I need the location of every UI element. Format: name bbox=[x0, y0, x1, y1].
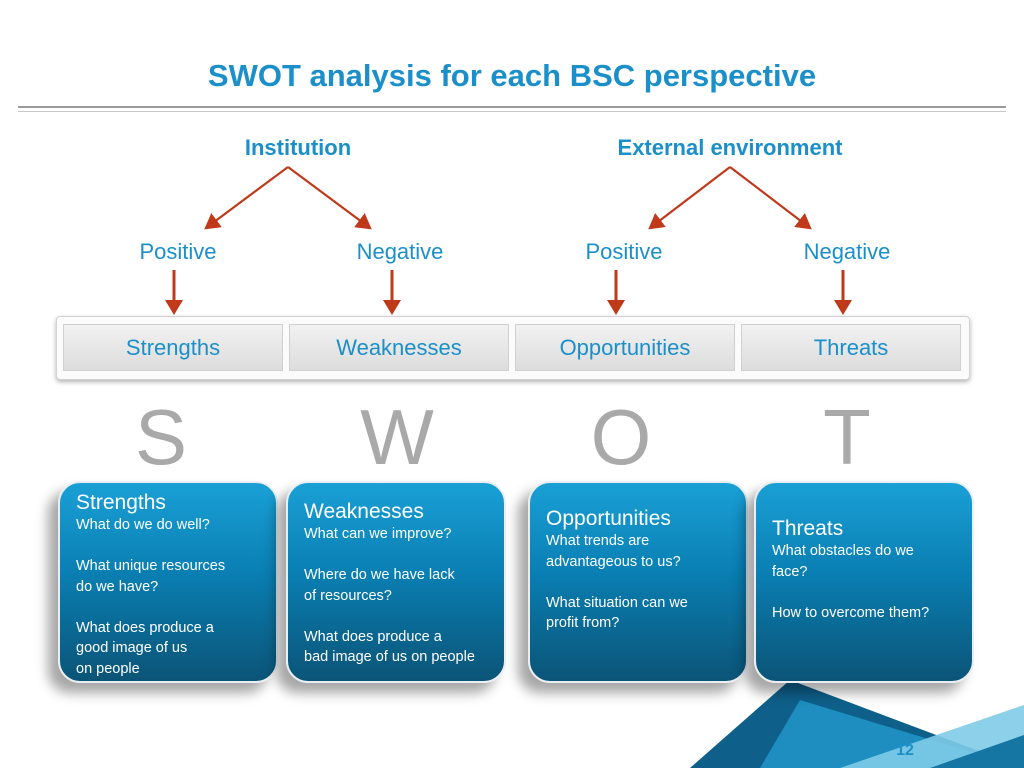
category-weaknesses: Weaknesses bbox=[289, 324, 509, 371]
card-strengths-title: Strengths bbox=[76, 491, 166, 514]
group-institution: Institution bbox=[244, 135, 352, 160]
arrow-institution-negative bbox=[287, 166, 372, 230]
card-threats-questions: What obstacles do we face? How to overco… bbox=[772, 543, 930, 621]
page-number: 12 bbox=[896, 742, 914, 759]
arrow-institution-positive bbox=[204, 166, 289, 230]
card-opportunities-title: Opportunities bbox=[546, 507, 671, 530]
card-weaknesses-title: Weaknesses bbox=[304, 500, 424, 523]
polarity-negative-external: Negative bbox=[803, 239, 891, 264]
polarity-positive-external: Positive bbox=[585, 239, 663, 264]
swot-category-bar: Strengths Weaknesses Opportunities Threa… bbox=[56, 316, 970, 380]
category-threats: Threats bbox=[741, 324, 961, 371]
category-opportunities: Opportunities bbox=[515, 324, 735, 371]
card-strengths-questions: What do we do well? What unique resource… bbox=[76, 517, 226, 677]
card-weaknesses-questions: What can we improve? Where do we have la… bbox=[304, 526, 475, 665]
letter-o: O bbox=[590, 393, 652, 481]
card-threats: Threats What obstacles do we face? How t… bbox=[754, 481, 974, 683]
letter-w: W bbox=[360, 393, 434, 481]
slide-title: SWOT analysis for each BSC perspective bbox=[207, 58, 817, 93]
title-rule-thin bbox=[18, 111, 1006, 112]
arrow-external-positive bbox=[648, 166, 731, 230]
card-strengths: Strengths What do we do well? What uniqu… bbox=[58, 481, 278, 683]
polarity-positive-internal: Positive bbox=[139, 239, 217, 264]
card-weaknesses: Weaknesses What can we improve? Where do… bbox=[286, 481, 506, 683]
title-rule bbox=[18, 106, 1006, 108]
polarity-negative-internal: Negative bbox=[356, 239, 444, 264]
card-opportunities-questions: What trends are advantageous to us? What… bbox=[546, 533, 688, 631]
arrow-diagram bbox=[165, 166, 852, 315]
group-external-environment: External environment bbox=[617, 135, 843, 160]
arrow-external-negative bbox=[729, 166, 812, 230]
letter-s: S bbox=[134, 393, 188, 481]
letter-t: T bbox=[823, 393, 871, 481]
card-opportunities: Opportunities What trends are advantageo… bbox=[528, 481, 748, 683]
category-strengths: Strengths bbox=[63, 324, 283, 371]
card-threats-title: Threats bbox=[772, 517, 844, 540]
